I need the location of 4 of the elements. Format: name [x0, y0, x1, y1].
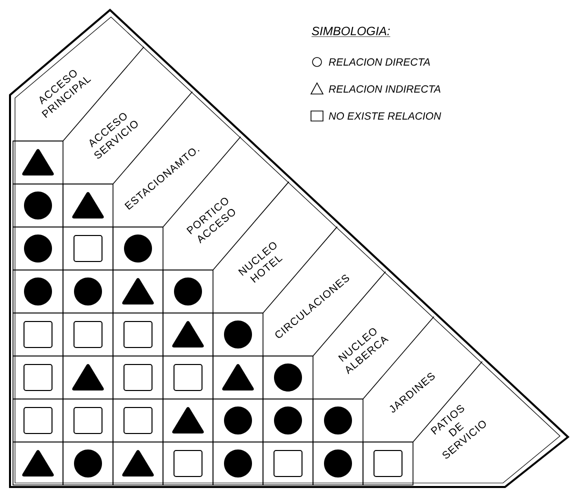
legend-text: NO EXISTE RELACION [328, 112, 442, 120]
legend-text: RELACION DIRECTA [328, 58, 430, 66]
legend-title: SIMBOLOGIA: [311, 26, 390, 37]
legend-text: RELACION INDIRECTA [328, 85, 440, 93]
